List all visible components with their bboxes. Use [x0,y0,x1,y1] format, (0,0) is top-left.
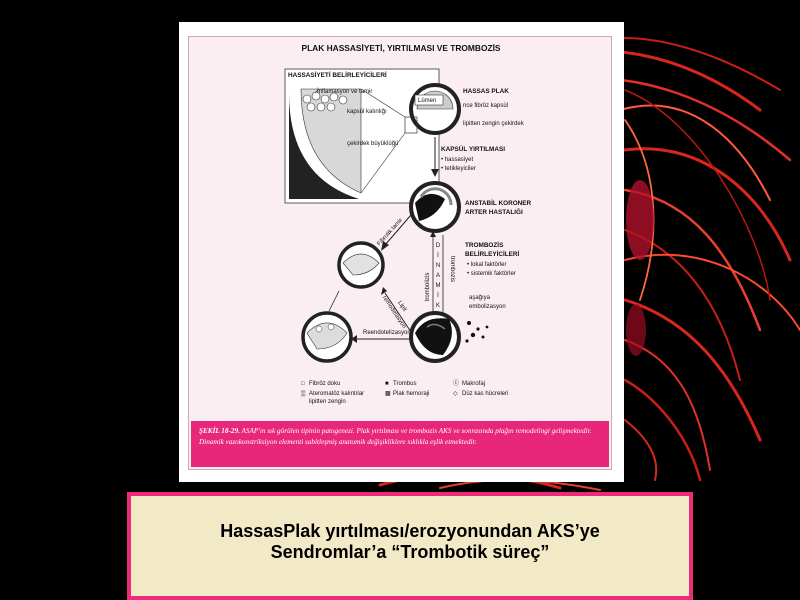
unstable-cad-line1: ANSTABİL KORONER [465,198,532,207]
svg-text:Trombus: Trombus [393,381,416,387]
lipid-remodeling-label-2: remodelasyon [381,295,407,330]
inset-label-core: çekirdek büyüklüğü [347,141,398,147]
caption-figure-number: ŞEKİL 18-29. [199,427,240,435]
svg-text:N: N [436,263,440,269]
svg-text:Fibröz doku: Fibröz doku [309,381,340,387]
capsule-rupture-heading: KAPSÜL YIRTILMASI [441,144,505,153]
svg-text:A: A [436,273,440,279]
legend: □ Fibröz doku ▒ Ateromatöz kalıntılar li… [301,379,508,405]
thrombosis-det-line2: BELİRLEYİCİLERİ [465,249,520,258]
trombozis-label: trombozis [449,256,455,282]
slide-subtitle-line1: HassasPlak yırtılması/erozyonundan AKS’y… [220,521,600,541]
svg-text:Makrofaj: Makrofaj [462,381,485,387]
caption-text: ASAP'ın sık görülen tipinin patogenezi. … [199,427,592,446]
inset-artery-wall [289,93,359,199]
dynamic-letters: D İ N A M İ K [436,243,441,309]
lipid-remodeling-label-1: Lipit [396,300,407,313]
svg-text:M: M [436,283,441,289]
slide-subtitle: HassasPlak yırtılması/erozyonundan AKS’y… [220,521,600,563]
figure-caption: ŞEKİL 18-29. ASAP'ın sık görülen tipinin… [191,421,609,467]
vulnerable-plaque-heading: HASSAS PLAK [463,88,509,95]
legend-item-atheromatous: ▒ [301,390,306,397]
trombolizis-label: trombolizis [425,273,431,302]
pathogenesis-figure: PLAK HASSASİYETİ, YIRTILMASI VE TROMBOZİ… [188,36,612,470]
svg-text:İ: İ [437,252,439,259]
svg-text:D: D [436,243,441,249]
legend-item-lipid: lipitten zengin [309,399,346,405]
inset-plaque-core [300,88,362,194]
capsule-rupture-item-2: • tetikleyiciler [441,166,476,172]
inset-label-inflammation: İnflamasyon ve tamir [317,88,372,95]
emboli-particles [465,321,489,343]
downstream-label-2: embolizasyon [469,304,506,310]
svg-text:İ: İ [437,292,439,299]
legend-item-thrombus: ■ [385,381,389,387]
fibrotic-repair-label: Fibrotik tamir [376,217,404,247]
figure-title: PLAK HASSASİYETİ, YIRTILMASI VE TROMBOZİ… [301,43,500,53]
vulnerable-plaque-item-2: lipitten zengin çekirdek [463,121,525,127]
inset-macrophage-cluster [302,91,348,112]
thrombosis-det-line1: TROMBOZİS [465,240,504,249]
thrombosis-det-item-2: • sistemik faktörler [467,271,516,277]
svg-text:Düz kas hücreleri: Düz kas hücreleri [462,391,508,397]
lumen-label: Lümen [418,98,436,104]
legend-item-hemorrhage: ▩ [385,391,391,397]
inset-heading: HASSASİYETİ BELİRLEYİCİLERİ [288,70,387,79]
unstable-cad-line2: ARTER HASTALIĞI [465,207,523,216]
legend-item-macrophage: ⓒ [453,379,459,387]
capsule-rupture-item-1: • hassasiyet [441,157,473,163]
re-endothelialization-label: Reendotelizasyon [363,330,411,336]
svg-text:K: K [436,303,440,309]
inset-label-capsule: kapsül kalınlığı [347,109,387,115]
legend-item-smc: ◇ [453,391,458,397]
svg-text:Ateromatöz kalıntılar: Ateromatöz kalıntılar [309,391,364,397]
slide-subtitle-line2: Sendromlar’a “Trombotik süreç” [270,542,550,562]
slide-subtitle-box: HassasPlak yırtılması/erozyonundan AKS’y… [127,492,693,600]
vulnerable-plaque-item-1: nce fibröz kapsül [463,103,508,109]
downstream-label-1: aşağıya [469,295,491,301]
svg-text:Plak hemoraji: Plak hemoraji [393,391,429,397]
thrombosis-det-item-1: • lokal faktörler [467,262,506,268]
legend-item-fibrous: □ [301,381,305,387]
